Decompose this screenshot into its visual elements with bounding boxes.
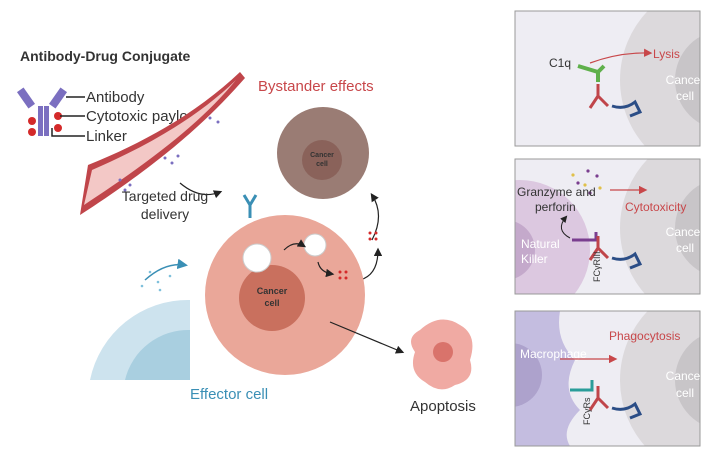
panel2-effector-2: Killer xyxy=(521,252,548,266)
panel2-outcome: Cytotoxicity xyxy=(625,200,686,214)
panel-3-border xyxy=(514,310,701,447)
main-cell-label-1: Cancer xyxy=(257,286,288,296)
antibody-icon xyxy=(588,84,610,109)
panel1-target-1: Cancer xyxy=(666,73,705,87)
legend-title: Antibody-Drug Conjugate xyxy=(20,48,191,64)
targeted-label-2: delivery xyxy=(141,206,189,222)
panel2-receptor: FCγRIII xyxy=(592,252,602,283)
panel-2-border xyxy=(514,158,701,295)
panel2-effector-1: Natural xyxy=(521,237,560,251)
c1q-icon xyxy=(577,64,606,82)
panel2-target-2: cell xyxy=(676,241,694,255)
panel-1-border xyxy=(514,10,701,147)
bystander-cell-label-1: Cancer xyxy=(310,152,334,159)
panel3-target-1: Cancer xyxy=(666,369,705,383)
antigen-icon-3 xyxy=(611,401,643,420)
legend-linker: Linker xyxy=(86,128,127,145)
fcgriii-icon xyxy=(572,232,598,242)
antigen-icon-2 xyxy=(611,251,643,270)
bystander-cell-label-2: cell xyxy=(316,161,328,168)
panel-macrophage xyxy=(515,311,700,446)
panel1-outcome: Lysis xyxy=(653,47,680,61)
adc-antibody-icon xyxy=(16,87,85,137)
panel3-receptor: FCγRs xyxy=(582,397,592,425)
antibody-icon-3 xyxy=(588,386,610,411)
targeted-label-1: Targeted drug xyxy=(122,188,208,204)
panel1-ligand: C1q xyxy=(549,56,571,70)
main-cell-label-2: cell xyxy=(264,298,279,308)
panel3-outcome: Phagocytosis xyxy=(609,329,680,343)
panel2-target-1: Cancer xyxy=(666,225,705,239)
legend-payload: Cytotoxic payload xyxy=(86,108,204,125)
legend-antibody: Antibody xyxy=(86,89,145,106)
bystander-label: Bystander effects xyxy=(258,78,374,95)
antibody-icon-2 xyxy=(588,236,610,261)
panel3-effector: Macrophage xyxy=(520,347,587,361)
fcgr-icon xyxy=(570,380,594,392)
panel2-secreted-1: Granzyme and xyxy=(517,185,596,199)
targeting-antibody-icon xyxy=(242,194,258,218)
antigen-icon xyxy=(611,99,643,118)
effector-label: Effector cell xyxy=(190,386,268,403)
panel3-target-2: cell xyxy=(676,386,694,400)
panel2-secreted-2: perforin xyxy=(535,200,576,214)
apoptosis-label: Apoptosis xyxy=(410,398,476,415)
panel1-target-2: cell xyxy=(676,89,694,103)
